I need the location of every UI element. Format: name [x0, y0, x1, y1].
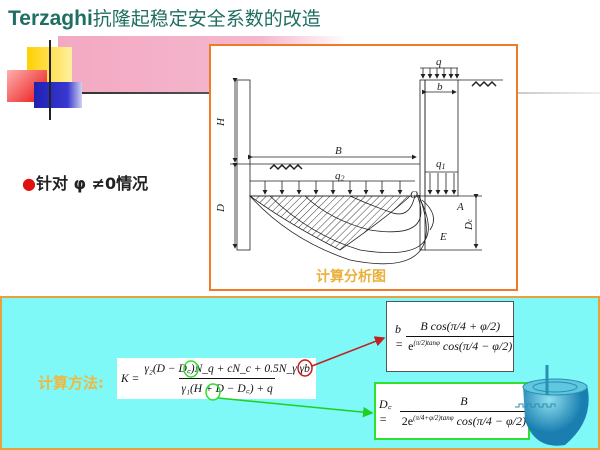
b-formula: b = B cos(π/4 + φ/2) e(π/2)tanφ cos(π/4 −… [386, 301, 515, 372]
k-lhs: K = [121, 372, 140, 385]
bullet-dot-icon: ● [22, 174, 36, 193]
decor-globe-icon [515, 365, 589, 446]
dc-denominator: 2e(π/4+φ/2)tanφ cos(π/4 − φ/2) [399, 410, 528, 429]
k-denominator: γ₁(H + D − D꜀) + q [179, 378, 275, 396]
label-Dc: Dc [463, 218, 475, 231]
title-cn: 抗隆起稳定安全系数的改造 [92, 8, 321, 30]
label-B: B [335, 145, 342, 157]
label-q1: q1 [436, 158, 446, 171]
b-lhs: b = [395, 321, 404, 351]
bullet-text: 针对 φ ≠0情况 [35, 174, 149, 193]
label-A: A [456, 201, 464, 213]
label-q2: q2 [335, 170, 345, 183]
method-label: 计算方法: [38, 374, 104, 392]
label-D: D [215, 204, 227, 213]
bullet-point: ●针对 φ ≠0情况 [22, 170, 148, 194]
k-formula: K = γ₂(D − D꜀)N_q + cN_c + 0.5N_γ γb γ₁(H… [117, 358, 316, 399]
title-latin: Terzaghi [8, 7, 93, 30]
label-b: b [437, 81, 443, 93]
dc-numerator: B [460, 393, 468, 408]
b-denominator: e(π/2)tanφ cos(π/4 − φ/2) [406, 336, 515, 354]
label-E: E [439, 231, 447, 243]
decor-vertical-line [49, 40, 51, 120]
label-O: O [410, 189, 418, 201]
left-wall [236, 79, 251, 251]
label-q: q [436, 56, 442, 68]
k-numerator: γ₂(D − D꜀)N_q + cN_c + 0.5N_γ γb [144, 363, 310, 375]
dc-formula: D꜀ = B 2e(π/4+φ/2)tanφ cos(π/4 − φ/2) [374, 382, 530, 440]
label-H: H [215, 117, 227, 127]
right-wall [419, 79, 426, 251]
slide-title: Terzaghi抗隆起稳定安全系数的改造 [8, 4, 321, 31]
dc-lhs: D꜀ = [379, 397, 392, 426]
b-numerator: B cos(π/4 + φ/2) [420, 319, 501, 333]
soil-analysis-diagram: H D B q b q1 q2 O A E Dc [215, 56, 503, 265]
diagram-caption: 计算分析图 [316, 269, 386, 285]
decor-blue-square [34, 82, 82, 108]
